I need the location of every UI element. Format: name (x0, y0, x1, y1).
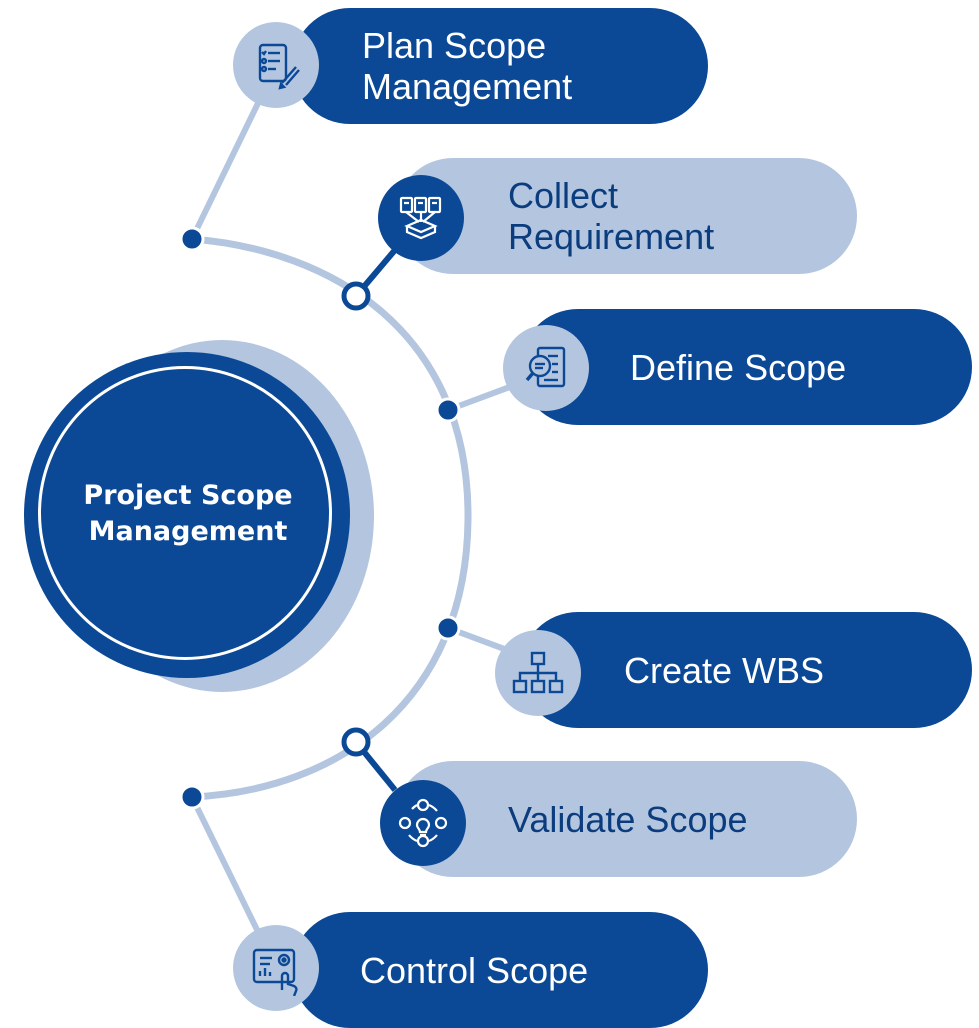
step-validate-scope[interactable]: Validate Scope (395, 761, 857, 877)
lightbulb-cycle-icon (380, 780, 466, 866)
connector-collect (353, 248, 398, 298)
hierarchy-icon (495, 630, 581, 716)
connector-control (189, 795, 265, 942)
step-label: Validate Scope (508, 798, 748, 840)
step-label: Control Scope (360, 949, 589, 991)
connector-validate (353, 740, 398, 792)
step-label: Define Scope (630, 346, 847, 388)
center-inner-ring (38, 366, 332, 660)
main-arc (191, 235, 472, 801)
document-search-icon (503, 325, 589, 411)
step-create-wbs[interactable]: Create WBS (520, 612, 972, 728)
connector-define (446, 382, 517, 413)
step-control-scope[interactable]: Control Scope (292, 912, 708, 1028)
documents-inbox-icon (378, 175, 464, 261)
step-define-scope[interactable]: Define Scope (520, 309, 972, 425)
checklist-pencil-icon (233, 22, 319, 108)
center-title: Project Scope Management (83, 480, 293, 547)
step-label: Plan Scope Management (362, 25, 573, 107)
dashboard-hand-icon (233, 925, 319, 1011)
step-collect-requirement[interactable]: Collect Requirement (395, 158, 857, 274)
connector-plan (189, 93, 265, 241)
step-label: Create WBS (624, 649, 825, 691)
step-label: Collect Requirement (508, 175, 715, 257)
step-plan-scope[interactable]: Plan Scope Management (292, 8, 708, 124)
